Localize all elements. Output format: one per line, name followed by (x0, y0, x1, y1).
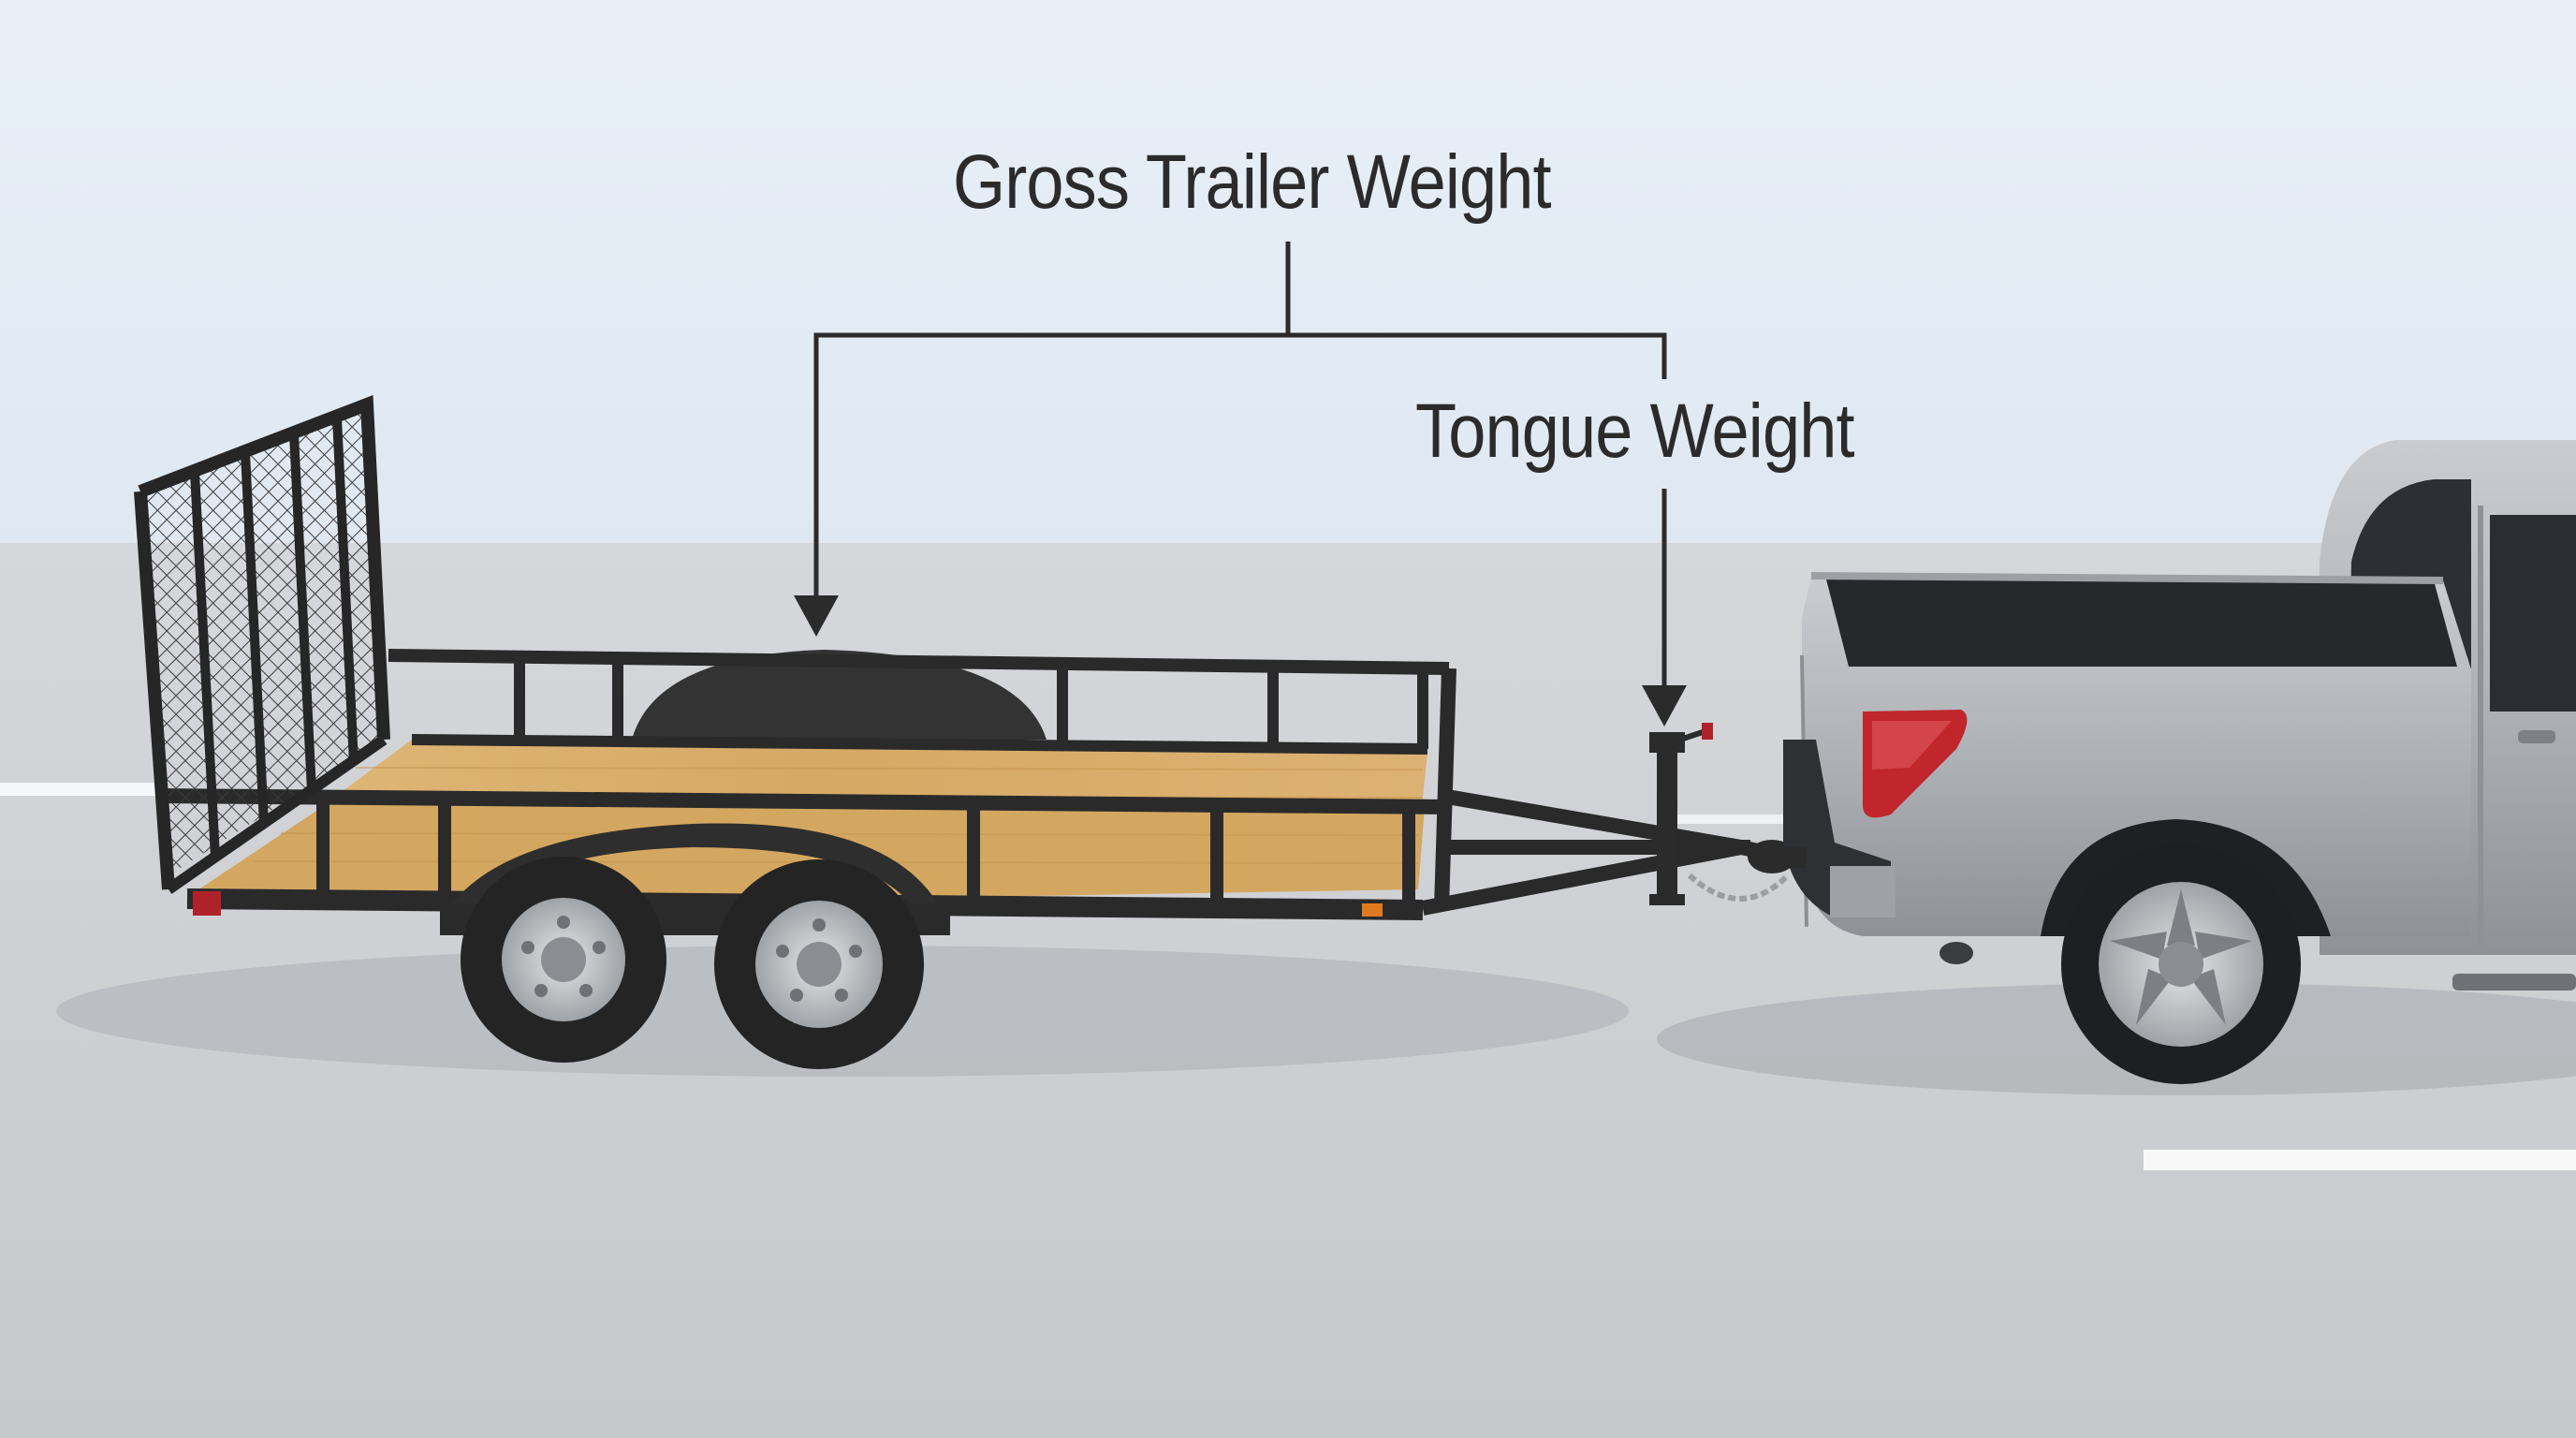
trailer-front-post (1434, 668, 1456, 909)
utility-trailer (134, 395, 1796, 1069)
trailer-marker-light (1362, 903, 1383, 917)
lane-marking-right (2144, 1150, 2576, 1170)
trailer-fender (440, 823, 945, 927)
trailer-wheel-rear (461, 857, 666, 1063)
trailer-ramp-frame (138, 395, 390, 741)
pickup-truck (1760, 440, 2576, 1084)
trailer-rail-top (156, 788, 1450, 814)
gross-trailer-weight-label: Gross Trailer Weight (953, 139, 1552, 225)
truck-running-board (2452, 974, 2576, 990)
gross-weight-arrow-head (794, 595, 839, 637)
truck-rear-wheel (2061, 844, 2301, 1084)
lane-marking-center (1676, 814, 1825, 824)
tongue-weight-arrow-head (1642, 685, 1687, 726)
safety-chain (1687, 873, 1791, 902)
truck-door-handle (2518, 730, 2555, 743)
trailer-rail-back (388, 649, 1450, 675)
truck-hitch-receiver (1760, 847, 1807, 868)
annotation-bracket (813, 242, 1667, 700)
trailer-fender-top (632, 650, 1046, 740)
trailer-jack (1657, 741, 1677, 901)
lane-marking-left (0, 783, 159, 796)
trailer-tail-light (193, 891, 221, 916)
truck-exhaust (1939, 942, 1973, 964)
tongue-weight-label: Tongue Weight (1415, 389, 1855, 474)
trailer-wheel-front (714, 859, 924, 1069)
truck-bed-interior (1825, 576, 2457, 667)
truck-side-window (2490, 515, 2576, 712)
